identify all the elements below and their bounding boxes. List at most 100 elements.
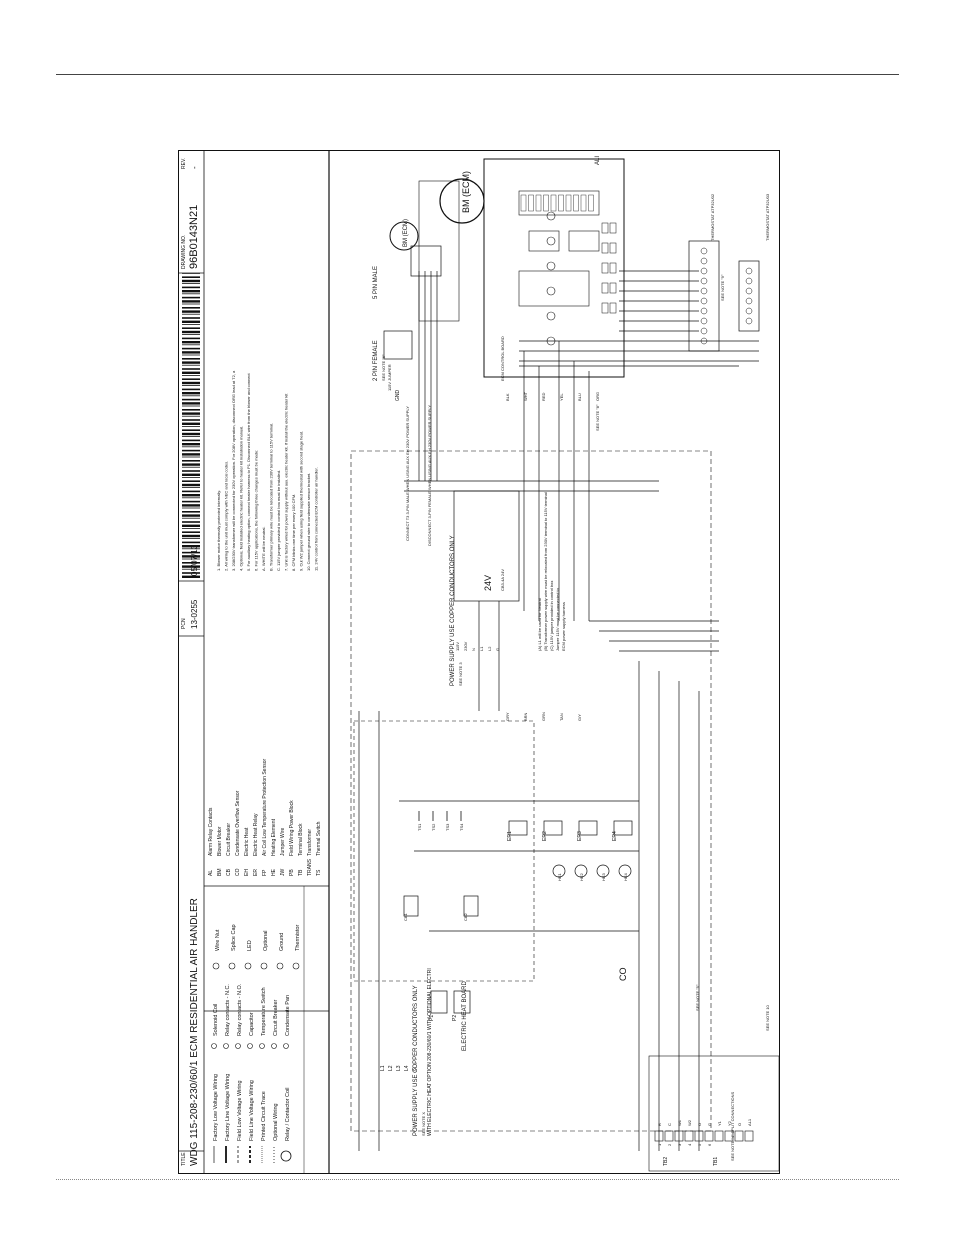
- abbr-text: Jumper Wire: [280, 827, 286, 856]
- tb-terminal-number: 2: [667, 1143, 672, 1146]
- abbr-code: JW: [280, 869, 286, 877]
- legend-line-label: Factory Low Voltage Wiring: [213, 1074, 219, 1141]
- co-label: CO: [618, 968, 628, 982]
- legend-symbol2-label: Splice Cap: [231, 924, 237, 951]
- legend-symbol2-icon: [260, 962, 268, 970]
- blower-motor-small: [389, 221, 419, 251]
- drawing-number-label: DRAWING NO.: [181, 235, 187, 269]
- thermal-switch-label: TS2: [431, 823, 436, 831]
- note-item: 11. 24V control from connected ECM contr…: [314, 467, 319, 571]
- transformer-box: [453, 490, 520, 602]
- abbr-text: Air Coil Low Temperature Protection Sens…: [262, 758, 268, 856]
- line-terminal-label: L1: [380, 1065, 386, 1071]
- abbr-text: Electric Heat Relay: [253, 813, 259, 856]
- power-supply-copper2: POWER SUPPLY USE COPPER CONDUCTORS ONLY: [413, 985, 419, 1136]
- abbr-text: Thermal Switch: [316, 821, 322, 856]
- thermostat2-label: THERMOSTAT ATP32U03: [765, 193, 770, 241]
- five-pin-label: 5 PIN MALE: [373, 266, 379, 299]
- abbr-code: ER: [253, 869, 259, 876]
- legend-symbol2-label: Wire Nut: [215, 929, 221, 951]
- tb-terminal: [654, 1130, 664, 1142]
- thermostat2-block: [738, 260, 760, 332]
- abbr-text: Condensate Overflow Sensor: [235, 790, 241, 856]
- wire-color-label: G/Y: [577, 714, 582, 721]
- abbr-code: EH: [244, 869, 250, 876]
- legend-symbol-label: Condensate Pan: [285, 995, 291, 1036]
- wiring-diagram-svg: TITLE WDG 115-208-230/60/1 ECM RESIDENTI…: [179, 151, 780, 1173]
- pin-label: L2: [487, 646, 492, 651]
- with-electric-heat-note: WITH ELECTRIC HEAT OPTION 208-230/60/1 W…: [427, 968, 433, 1136]
- legend-line-label: Relay / Contactor Coil: [285, 1088, 291, 1142]
- note-item: 7. Unit is factory wired for power suppl…: [284, 393, 289, 571]
- jumper-115v-label: 115V JUMPER: [387, 364, 392, 391]
- legend-coil-icon: [280, 1150, 292, 1162]
- for-115v-item: (A) L1 will be used for Neutral: [537, 598, 542, 651]
- legend-symbol2-label: Optional: [263, 931, 269, 952]
- pin-label: G: [495, 648, 500, 651]
- title-label: TITLE: [181, 1152, 187, 1166]
- circuit-breaker-label: CB2: [463, 912, 468, 921]
- motor-small-label: BM (ECM): [403, 219, 409, 247]
- see-note-6-label: SEE NOTE "6": [381, 354, 386, 381]
- see-note-9-label: SEE NOTE "9": [720, 274, 725, 301]
- tb-terminal: [684, 1130, 694, 1142]
- wire-color-label: WHT: [523, 391, 528, 401]
- tb-terminal-label: C: [667, 1123, 672, 1126]
- legend-symbol-icon: [211, 1043, 217, 1049]
- ecm-control-board: [483, 158, 625, 378]
- legend-symbol-icon: [271, 1043, 277, 1049]
- heat-relay-label: ER4: [612, 831, 618, 841]
- abbr-code: CB: [226, 868, 232, 876]
- wire-color-label: BRN: [523, 712, 528, 721]
- see-note-x: SEE NOTE X: [421, 1112, 426, 1136]
- heat-relay-label: ER2: [542, 831, 548, 841]
- heat-relay-1: [508, 820, 528, 836]
- legend-symbol2-icon: [292, 962, 300, 970]
- power-supply-copper: POWER SUPPLY USE COPPER CONDUCTORS ONLY: [450, 535, 456, 686]
- connect-t3-label: CONNECT T3 3-PIN MALE WHEN USING AUX EH …: [405, 406, 410, 541]
- drawing-number: 96B0143N21: [188, 205, 200, 269]
- abbr-text: Heating Element: [271, 818, 277, 856]
- line-terminal-label: G: [412, 1067, 418, 1071]
- legend-line-label: Field Line Voltage Wiring: [249, 1080, 255, 1141]
- heat-relay-2: [543, 820, 563, 836]
- legend-symbol-label: Temperature Switch: [261, 987, 267, 1036]
- tb-terminal: [694, 1130, 704, 1142]
- tb-terminal: [744, 1130, 754, 1142]
- see-note-10-label: SEE NOTE 10: [765, 1004, 770, 1031]
- wire-color-label: RED: [541, 392, 546, 401]
- thermal-switch-label: TS4: [459, 823, 464, 831]
- tb1-label: TB1: [713, 1157, 719, 1166]
- tb-terminal: [724, 1130, 734, 1142]
- note-item: 9. Cut W2 jumper when using field suppli…: [299, 431, 304, 571]
- legend-symbol2-label: Thermistor: [295, 925, 301, 951]
- connector-p1-label: P1: [429, 1015, 435, 1021]
- wire-color-label: TAN: [559, 713, 564, 721]
- heating-element-label: HE3: [601, 872, 606, 881]
- abbr-text: Transformer: [307, 829, 313, 856]
- page-top-rule: [56, 74, 899, 75]
- tb-terminal-label: AL1: [747, 1118, 752, 1126]
- tb-terminal: [664, 1130, 674, 1142]
- legend-symbol-label: Relay contacts - N.C.: [225, 984, 231, 1036]
- tb-terminal-number: 5: [697, 1143, 702, 1146]
- thermostat1-block: [688, 240, 720, 352]
- note-item: C. 115V jumper provided in control box m…: [276, 470, 281, 571]
- pcn-label: PCN: [181, 618, 187, 629]
- pin-label: N: [471, 648, 476, 651]
- line-terminal-label: L4: [404, 1065, 410, 1071]
- drawing-title: WDG 115-208-230/60/1 ECM RESIDENTIAL AIR…: [189, 898, 200, 1166]
- see-note-3: SEE NOTE 3: [458, 662, 463, 686]
- abbr-text: Field Wiring Power Block: [289, 800, 295, 856]
- wire-color-label: GRY: [505, 712, 510, 721]
- legend-symbol-icon: [283, 1043, 289, 1049]
- connector-p2: [453, 990, 471, 1014]
- wire-color-label: GRN: [541, 712, 546, 721]
- heating-element-3: [596, 864, 610, 878]
- abbr-code: FP: [262, 869, 268, 876]
- tb-terminal-number: 1: [657, 1143, 662, 1146]
- for-115v-item: Jumper 115V must be connected to: [555, 587, 560, 651]
